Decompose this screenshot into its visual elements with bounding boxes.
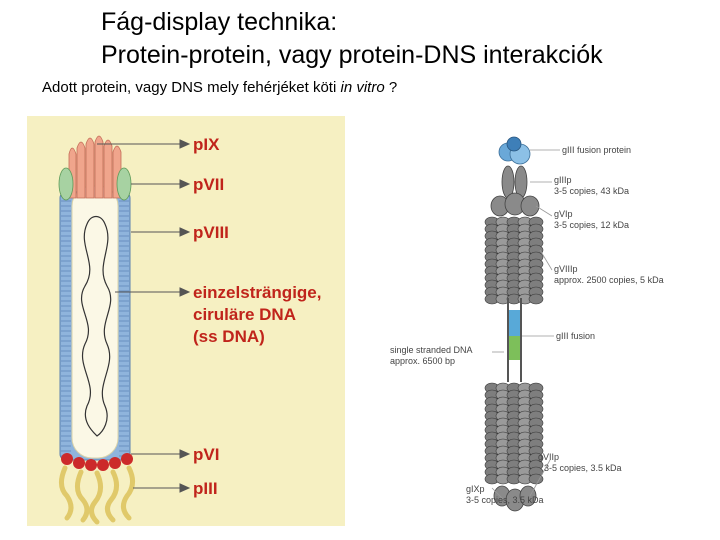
pVII-proteins <box>58 167 132 201</box>
label-gIII-fusion: gIII fusion <box>556 331 595 341</box>
label-ssdna-detail: approx. 6500 bp <box>390 356 455 366</box>
slide-title-line1: Fág-display technika: <box>101 8 338 36</box>
label-gVIIIp-detail: approx. 2500 copies, 5 kDa <box>554 275 664 285</box>
label-pVIII: pVIII <box>193 223 229 242</box>
coat-ridges <box>61 195 129 457</box>
pIII-proteins <box>59 465 135 525</box>
gVIIIp-coat-lower <box>484 382 544 485</box>
subtitle-text: Adott protein, vagy DNS mely fehérjéket … <box>42 79 341 96</box>
phage-3d-model-diagram: gIII fusion protein gIIIp 3-5 copies, 43… <box>390 136 664 512</box>
label-arrows <box>97 139 191 493</box>
label-pIII: pIII <box>193 479 218 498</box>
pVI-proteins <box>61 453 133 471</box>
slide-title-line2: Protein-protein, vagy protein-DNS intera… <box>101 41 603 69</box>
label-gVIIp-detail: 3-5 copies, 3.5 kDa <box>544 463 622 473</box>
phage-lumen <box>71 185 119 459</box>
label-gVIIp: gVIIp <box>538 452 559 462</box>
model-leader-lines <box>491 149 560 501</box>
label-pVI: pVI <box>193 445 219 464</box>
gIII-fusion-protein-top <box>498 136 531 165</box>
label-gVIIIp: gVIIIp <box>554 264 578 274</box>
subtitle-emphasis: in vitro <box>340 79 385 96</box>
label-ssdna-line3: (ss DNA) <box>193 327 265 346</box>
label-gVIp: gVIp <box>554 209 573 219</box>
slide-subtitle: Adott protein, vagy DNS mely fehérjéket … <box>42 79 397 96</box>
gIIIp-gVIp-cap <box>490 165 540 217</box>
label-pIX: pIX <box>193 135 220 154</box>
label-ssdna: single stranded DNA <box>390 345 473 355</box>
subtitle-end: ? <box>384 79 398 96</box>
ssdna-strand <box>507 298 522 382</box>
gVIIp-gIXp-cap <box>493 485 537 512</box>
ssdna-loop <box>80 215 112 437</box>
label-ssdna-line1: einzelsträngige, <box>193 283 321 302</box>
label-gIXp-detail: 3-5 copies, 3.5 kDa <box>466 495 544 505</box>
label-gVIp-detail: 3-5 copies, 12 kDa <box>554 220 629 230</box>
label-gIIIp-detail: 3-5 copies, 43 kDa <box>554 186 629 196</box>
label-gIXp: gIXp <box>466 484 485 494</box>
label-gIIIp: gIIIp <box>554 175 572 185</box>
label-ssdna-line2: ciruläre DNA <box>193 305 296 324</box>
label-gIII-fusion-protein: gIII fusion protein <box>562 145 631 155</box>
label-pVII: pVII <box>193 175 224 194</box>
gVIIIp-coat-upper <box>484 216 544 305</box>
pIX-tip <box>68 135 122 199</box>
phage-schematic-diagram: pIX pVII pVIII einzelsträngige, ciruläre… <box>27 116 345 526</box>
